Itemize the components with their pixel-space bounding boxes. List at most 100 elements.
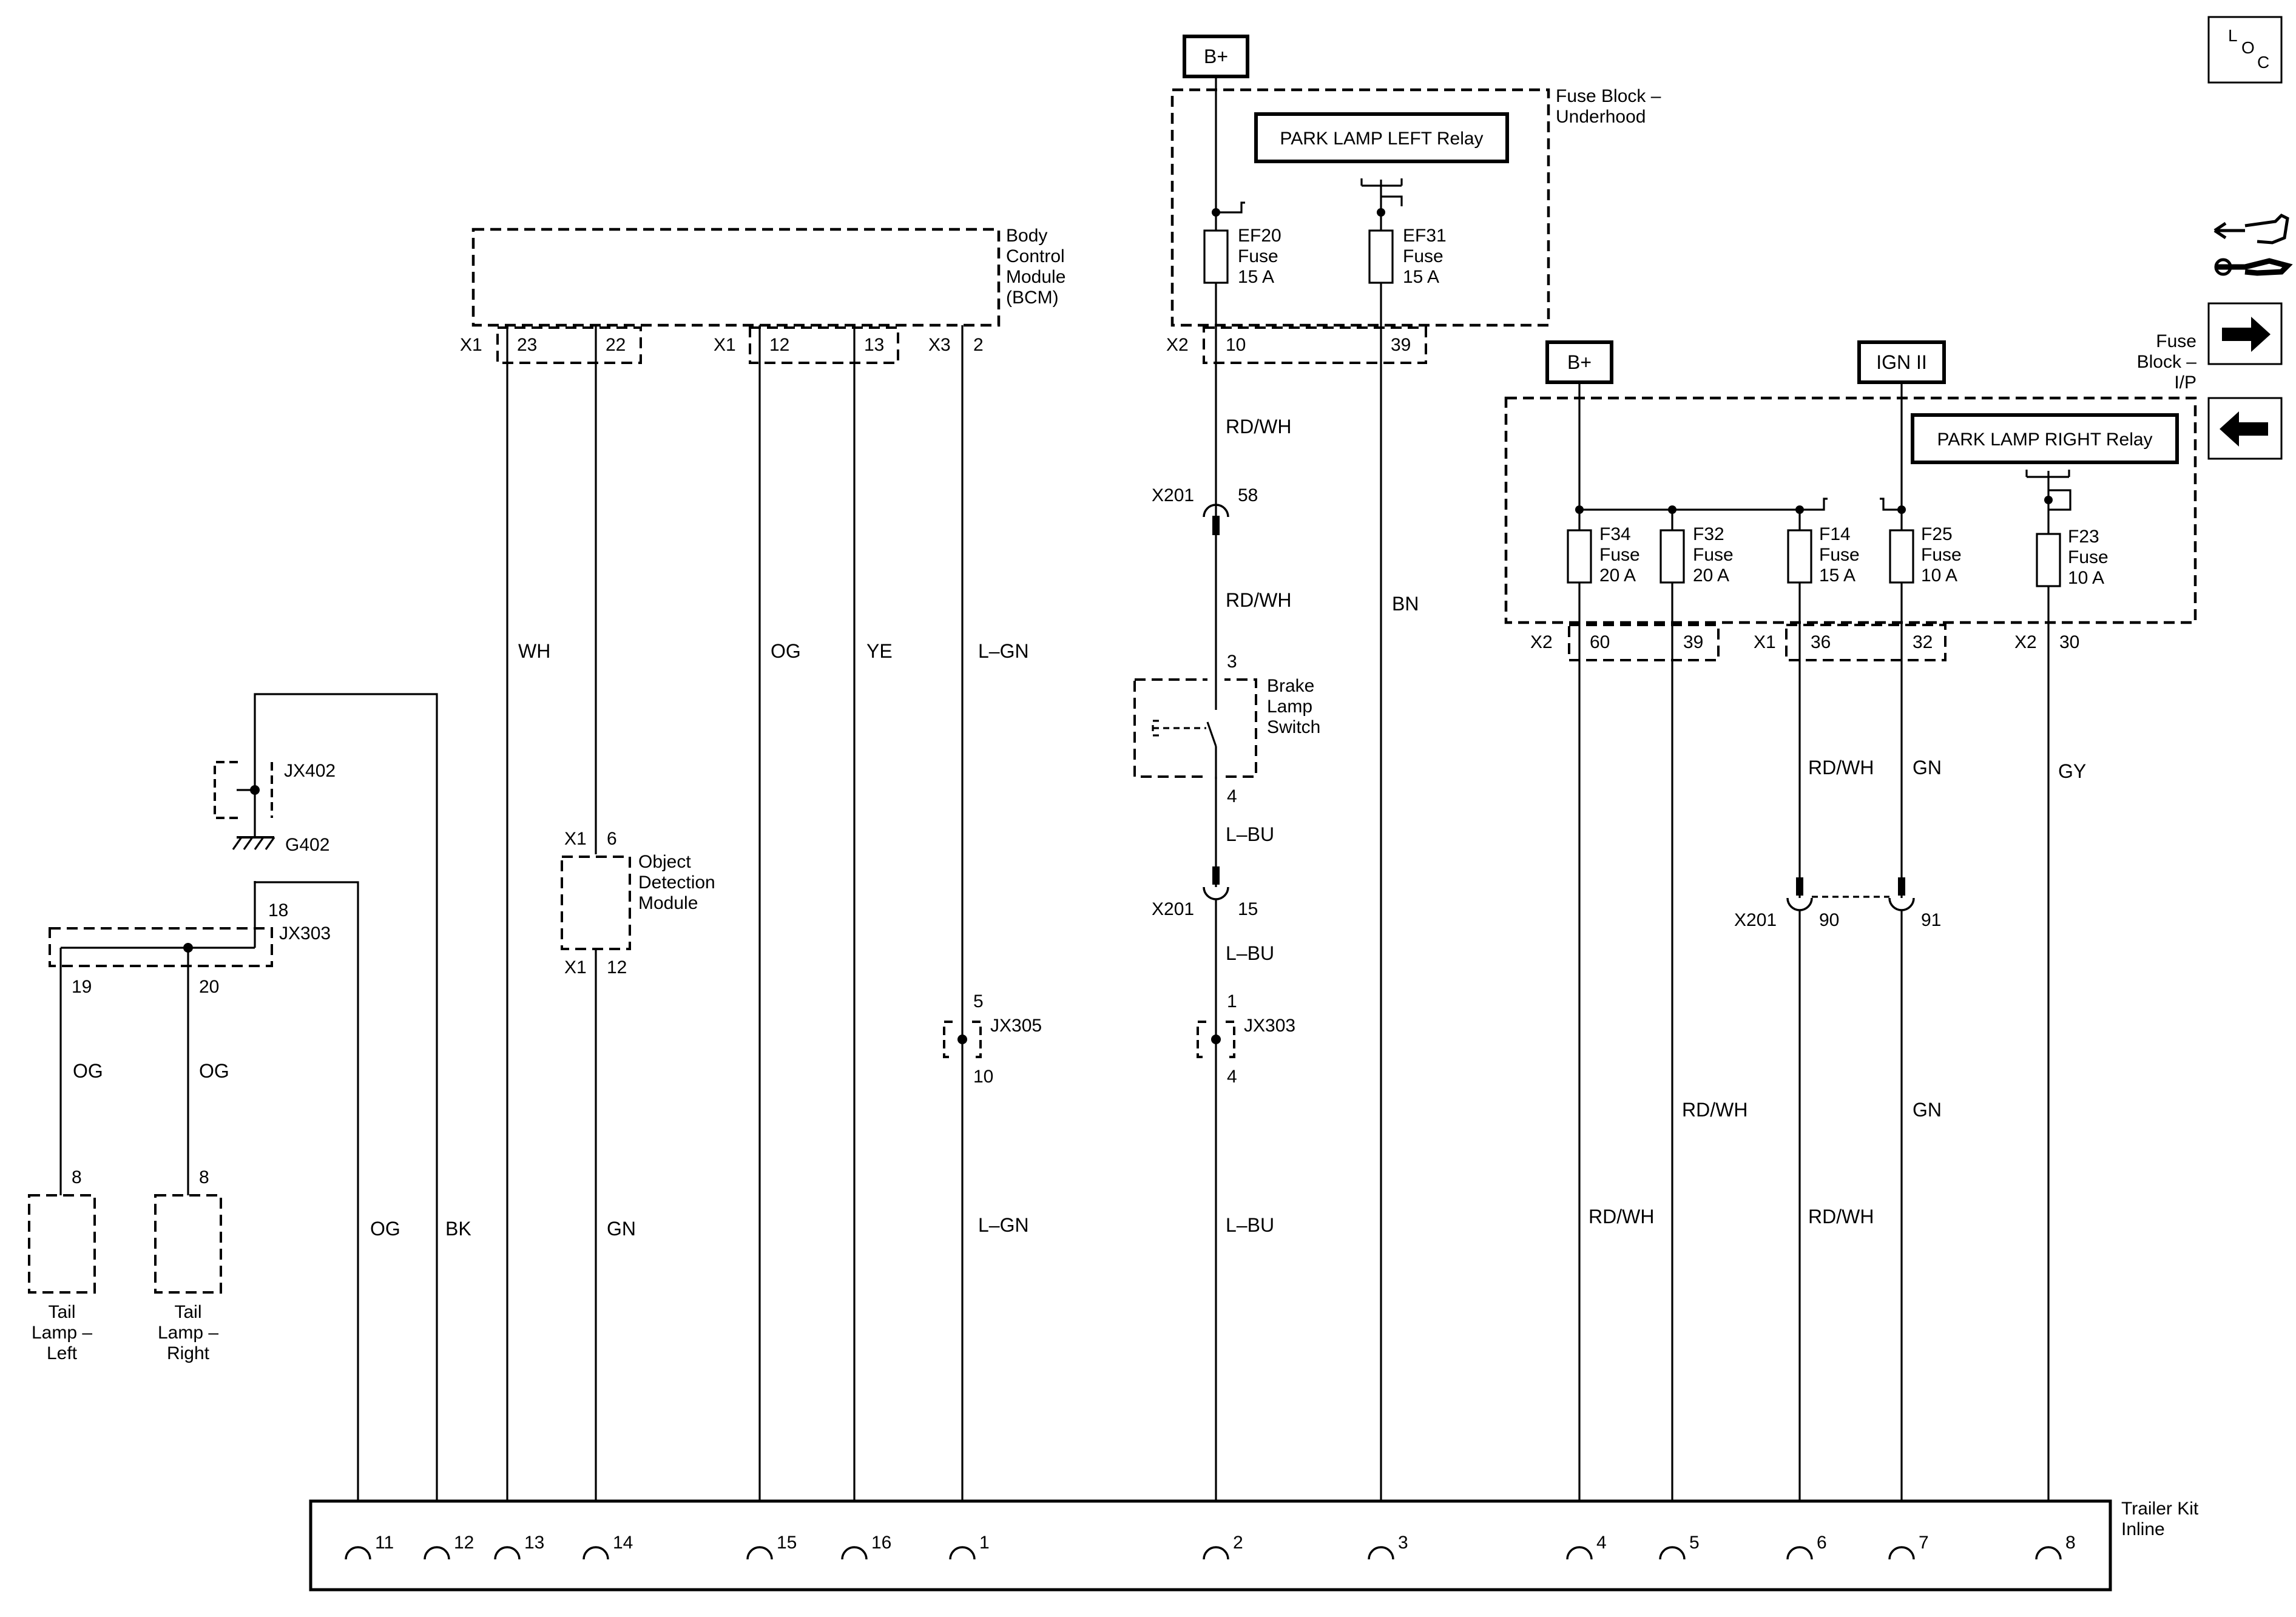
odm-pin-bottom: 12 [607, 957, 627, 977]
trailer-kit-pin-label: 4 [1596, 1533, 1607, 1553]
wire-bk[interactable] [254, 693, 438, 1541]
trailer-kit-pin-label: 15 [777, 1533, 797, 1553]
bcm-pin-23: 23 [517, 335, 537, 355]
bcm-pin-22: 22 [606, 335, 626, 355]
trailer-kit-pin-label: 6 [1817, 1533, 1827, 1553]
ign-ii-source: IGN II [1857, 340, 1946, 384]
fuse-block-underhood: Fuse Block – Underhood PARK LAMP LEFT Re… [1166, 76, 1661, 1541]
fuse-block-ip: PARK LAMP RIGHT Relay F34 Fuse 20 A F32 … [1504, 382, 2197, 1541]
odm-pin-top: 6 [607, 829, 617, 849]
odm-label-3: Module [638, 893, 698, 913]
trailer-kit-pin-label: 7 [1919, 1533, 1929, 1553]
jx303-mid-name: JX303 [1244, 1016, 1295, 1036]
bcm-label-4: (BCM) [1006, 288, 1059, 308]
fbip-pin-36: 36 [1811, 632, 1831, 652]
brake-label-3: Switch [1267, 717, 1320, 737]
next-page-arrow-icon[interactable] [2207, 302, 2283, 365]
wire-label-gn-odm: GN [607, 1218, 636, 1240]
brake-label-1: Brake [1267, 676, 1314, 696]
bcm-conn-x3: X3 [928, 335, 951, 355]
wire-label-og-l: OG [73, 1060, 103, 1082]
object-detection-module: X1 6 Object Detection Module X1 12 [561, 829, 715, 977]
jx303-mid-pin-in: 1 [1227, 991, 1237, 1011]
component-view-icon[interactable] [2213, 213, 2293, 276]
trailer-kit-terminal [345, 1546, 371, 1560]
tail-right-pin: 8 [199, 1167, 209, 1187]
trailer-kit-terminal [1368, 1546, 1394, 1560]
wire-label-gy: GY [2058, 760, 2086, 782]
f34-type: Fuse [1599, 545, 1640, 565]
fbip-pin-39: 39 [1683, 632, 1703, 652]
wire-label-bn: BN [1392, 593, 1419, 615]
x201c-name: X201 [1734, 910, 1777, 930]
wire-label-rdwh-1: RD/WH [1226, 416, 1291, 437]
previous-page-arrow-icon[interactable] [2207, 397, 2283, 460]
fbip-conn-x1: X1 [1754, 632, 1776, 652]
f23-rating: 10 A [2068, 568, 2104, 588]
f14-rating: 15 A [1819, 565, 1855, 586]
fbip-pin-30: 30 [2059, 632, 2079, 652]
wire-label-lbu-1: L–BU [1226, 823, 1274, 845]
tail-left-line1: Tail [48, 1302, 75, 1322]
trailer-kit-terminal [841, 1546, 868, 1560]
trailer-kit-terminal [1888, 1546, 1915, 1560]
f34-name: F34 [1599, 524, 1631, 544]
trailer-kit-pin-label: 16 [871, 1533, 891, 1553]
ef20-type: Fuse [1238, 246, 1278, 266]
wire-label-ye: YE [866, 640, 893, 662]
jx305-pin-out: 10 [973, 1067, 993, 1087]
f23-type: Fuse [2068, 547, 2109, 567]
trailer-kit-terminal [582, 1546, 609, 1560]
odm-conn-bottom: X1 [564, 957, 587, 977]
splice-jx402: JX402 [214, 761, 336, 819]
tail-lamp-right: 8 Tail Lamp – Right [154, 1167, 222, 1363]
park-lamp-left-relay: PARK LAMP LEFT Relay [1280, 129, 1483, 149]
jx303-left-name: JX303 [279, 923, 331, 944]
fbu-conn: X2 [1166, 335, 1189, 355]
wire-label-og-low: OG [370, 1218, 400, 1240]
trailer-kit-pin-label: 1 [979, 1533, 990, 1553]
trailer-kit-terminal [494, 1546, 521, 1560]
fbu-label-1: Fuse Block – [1556, 86, 1661, 106]
wire-label-rdwh-f14: RD/WH [1808, 757, 1874, 778]
wire-label-rdwh-f14-low: RD/WH [1808, 1206, 1874, 1227]
bcm-label-3: Module [1006, 267, 1065, 287]
wire-og-low[interactable] [254, 881, 359, 1541]
f14-type: Fuse [1819, 545, 1860, 565]
wire-label-bk: BK [445, 1218, 471, 1240]
fbu-pin-10: 10 [1226, 335, 1246, 355]
trailer-kit-terminal [1659, 1546, 1686, 1560]
trailer-kit-pin-label: 13 [524, 1533, 544, 1553]
trailer-kit-terminal [424, 1546, 450, 1560]
jx402-name: JX402 [284, 761, 336, 781]
ef20-rating: 15 A [1238, 267, 1274, 287]
fbip-pin-60: 60 [1590, 632, 1610, 652]
trailer-kit-pin-label: 11 [375, 1533, 394, 1553]
bcm-conn-x1b: X1 [714, 335, 736, 355]
wire-label-rdwh-f34: RD/WH [1589, 1206, 1654, 1227]
trailer-kit-terminal [1203, 1546, 1229, 1560]
x201b-pin: 15 [1238, 899, 1258, 919]
wire-label-lgn-upper: L–GN [978, 640, 1029, 662]
g402-name: G402 [285, 835, 329, 855]
tail-left-line3: Left [47, 1343, 78, 1363]
x201c-pin-b: 91 [1921, 910, 1941, 930]
x201-pin-15: X201 15 [1152, 866, 1258, 919]
wire-label-rdwh-2: RD/WH [1226, 589, 1291, 611]
f14-name: F14 [1819, 524, 1851, 544]
trailer-kit-pin-label: 14 [613, 1533, 633, 1553]
brake-label-2: Lamp [1267, 697, 1312, 717]
f23-name: F23 [2068, 527, 2099, 547]
locator-o: O [2241, 38, 2255, 57]
trailer-kit-terminal [949, 1546, 976, 1560]
trailer-kit-pin-label: 5 [1689, 1533, 1700, 1553]
fbu-pin-39: 39 [1391, 335, 1411, 355]
body-control-module: Body Control Module (BCM) X1 23 22 X1 12… [460, 226, 1065, 364]
brake-pin-out: 4 [1227, 786, 1237, 806]
tail-right-line3: Right [167, 1343, 210, 1363]
locator-box[interactable]: L O C [2207, 16, 2283, 84]
brake-pin-in: 3 [1227, 652, 1237, 672]
wire-label-og-bcm: OG [771, 640, 801, 662]
